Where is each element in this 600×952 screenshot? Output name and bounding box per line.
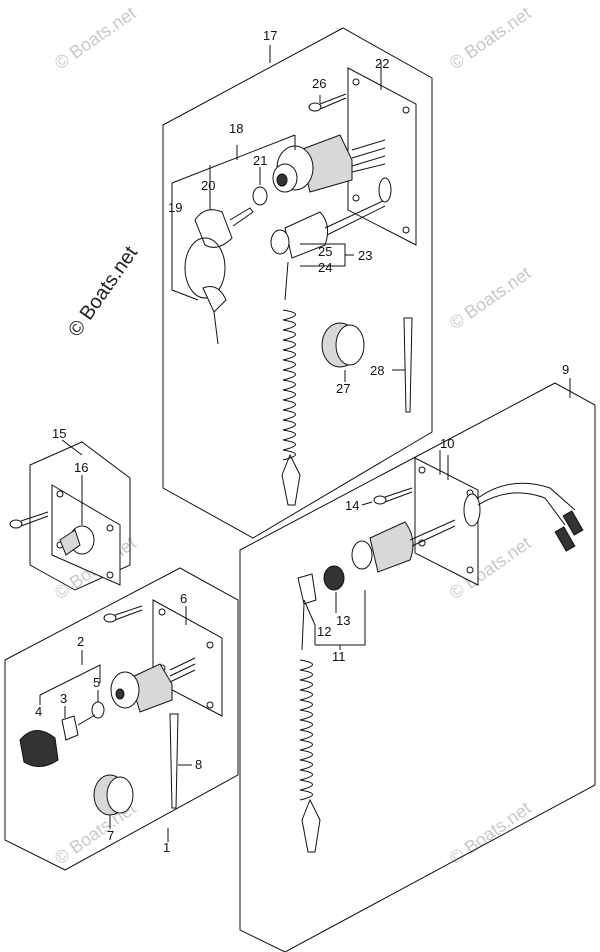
watermark-text: © Boats.net xyxy=(51,3,140,73)
label-14: 14 xyxy=(345,498,359,513)
panel-1 xyxy=(4,567,239,871)
screw-icon xyxy=(308,93,347,112)
label-15: 15 xyxy=(52,426,66,441)
label-4: 4 xyxy=(35,704,42,719)
stop-switch-icon xyxy=(351,519,456,573)
panel-15 xyxy=(9,441,131,591)
label-27: 27 xyxy=(336,381,350,396)
label-12: 12 xyxy=(317,624,331,639)
key-icon xyxy=(184,207,254,345)
label-18: 18 xyxy=(229,121,243,136)
main-switch-icon xyxy=(110,657,196,713)
lanyard-icon xyxy=(297,573,321,853)
label-23: 23 xyxy=(358,248,372,263)
screw-icon xyxy=(9,511,49,529)
cable-tie-icon xyxy=(403,317,413,413)
key-fob-icon xyxy=(19,730,59,767)
label-24: 24 xyxy=(318,260,332,275)
label-26: 26 xyxy=(312,76,326,91)
toggle-switch-icon xyxy=(59,525,95,556)
label-20: 20 xyxy=(201,178,215,193)
label-9: 9 xyxy=(562,362,569,377)
cable-tie-icon xyxy=(169,713,179,809)
main-switch-icon xyxy=(272,134,386,193)
key-icon xyxy=(61,714,96,741)
label-21: 21 xyxy=(253,153,267,168)
watermark-text: © Boats.net xyxy=(446,3,535,73)
watermark-group: © Boats.net © Boats.net © Boats.net © Bo… xyxy=(51,3,535,868)
label-8: 8 xyxy=(195,757,202,772)
label-25: 25 xyxy=(318,244,332,259)
label-13: 13 xyxy=(336,613,350,628)
nut-icon xyxy=(323,565,345,591)
watermark-text: © Boats.net xyxy=(446,263,535,333)
label-5: 5 xyxy=(93,675,100,690)
label-6: 6 xyxy=(180,591,187,606)
screw-icon xyxy=(373,487,413,505)
label-10: 10 xyxy=(440,436,454,451)
watermark-main: © Boats.net xyxy=(64,242,142,341)
nut-icon xyxy=(252,186,268,206)
leader-lines xyxy=(39,95,441,828)
label-3: 3 xyxy=(60,691,67,706)
label-28: 28 xyxy=(370,363,384,378)
label-19: 19 xyxy=(168,200,182,215)
panel-17 xyxy=(162,27,433,539)
stop-switch-icon xyxy=(270,177,392,259)
label-1: 1 xyxy=(163,840,170,855)
label-17: 17 xyxy=(263,28,277,43)
switch-plate xyxy=(414,457,479,586)
screw-icon xyxy=(103,605,143,623)
label-22: 22 xyxy=(375,56,389,71)
label-7: 7 xyxy=(107,828,114,843)
wire-harness-icon xyxy=(463,482,584,552)
cap-icon xyxy=(321,322,365,368)
lanyard-icon xyxy=(281,261,301,506)
label-11: 11 xyxy=(332,649,346,664)
cap-icon xyxy=(93,774,134,816)
part-numbers: 17 22 26 18 21 20 19 25 23 24 27 28 9 15… xyxy=(35,28,569,855)
label-2: 2 xyxy=(77,634,84,649)
label-16: 16 xyxy=(74,460,88,475)
panel-9 xyxy=(239,378,596,952)
